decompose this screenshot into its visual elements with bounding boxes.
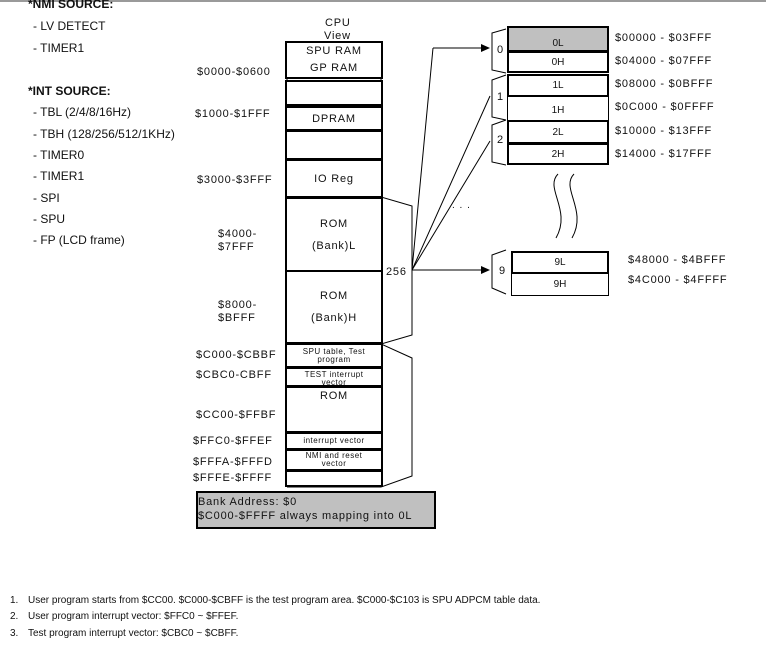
bank-1-number: 1	[497, 91, 504, 103]
addr-cc00: $CC00-$FFBF	[196, 409, 277, 421]
bank-0l-address: $00000 - $03FFF	[615, 32, 712, 44]
io-reg-block: IO Reg	[285, 159, 383, 198]
addr-1000: $1000-$1FFF	[195, 108, 271, 120]
addr-cbc0: $CBC0-CBFF	[196, 369, 272, 381]
bank-9l-address: $48000 - $4BFFF	[628, 254, 727, 266]
bank-address-line2: $C000-$FFFF always mapping into 0L	[198, 510, 413, 522]
nmi-item-lv-detect: - LV DETECT	[33, 19, 106, 33]
addr-4000-end: $7FFF	[218, 241, 255, 253]
bank-0l: 0L	[507, 26, 609, 52]
int-item-timer1: - TIMER1	[33, 169, 85, 183]
dpram-block: DPRAM	[285, 106, 383, 131]
note-1-number: 1.	[10, 595, 19, 606]
int-item-fp: - FP (LCD frame)	[33, 233, 125, 247]
nmi-item-timer1: - TIMER1	[33, 41, 85, 55]
bank-2l-address: $10000 - $13FFF	[615, 125, 712, 137]
rom-bank-l-block: ROM (Bank)L	[285, 197, 383, 272]
bank-9h-address: $4C000 - $4FFFF	[628, 274, 728, 286]
addr-fffa: $FFFA-$FFFD	[193, 456, 273, 468]
bank-0-number: 0	[497, 44, 504, 56]
bank-9l-label: 9L	[554, 257, 566, 268]
bank-address-line1: Bank Address: $0	[198, 496, 298, 508]
addr-0000: $0000-$0600	[197, 66, 271, 78]
bank-2h-label: 2H	[551, 148, 565, 160]
int-item-tbl: - TBL (2/4/8/16Hz)	[33, 105, 132, 119]
test-vector-block: TEST interrupt vector	[285, 367, 383, 387]
rom-bank-h-block: ROM (Bank)H	[285, 270, 383, 344]
note-3-number: 3.	[10, 628, 19, 639]
int-source-title: *INT SOURCE:	[28, 84, 111, 98]
bank-ellipsis: . . .	[452, 200, 471, 211]
spu-table-block: SPU table, Test program	[285, 343, 383, 368]
addr-8000-end: $BFFF	[218, 312, 256, 324]
nmi-source-title: *NMI SOURCE:	[28, 0, 114, 11]
cpu-view-title: View	[324, 30, 351, 42]
addr-8000-start: $8000-	[218, 299, 258, 311]
bank-1l-label: 1L	[552, 80, 564, 91]
rom-main-block: ROM	[285, 386, 383, 433]
bank-1h-label: 1H	[551, 105, 565, 116]
bank-9l: 9L	[511, 251, 609, 274]
note-2-number: 2.	[10, 611, 19, 622]
bank-0h-address: $04000 - $07FFF	[615, 55, 712, 67]
bank-0h-label: 0H	[551, 56, 565, 68]
rom-bank-l-subtitle: (Bank)L	[311, 239, 357, 252]
bank-9-number: 9	[499, 265, 506, 277]
addr-3000: $3000-$3FFF	[197, 174, 273, 186]
rom-bank-h-subtitle: (Bank)H	[311, 312, 357, 324]
bank-2l-label: 2L	[552, 126, 564, 138]
unused-block-2	[285, 130, 383, 160]
bank-0l-label: 0L	[552, 37, 564, 49]
bank-2h-address: $14000 - $17FFF	[615, 148, 712, 160]
int-item-spi: - SPI	[33, 191, 60, 205]
note-3-text: Test program interrupt vector: $CBC0 ~ $…	[28, 628, 239, 639]
bank-address-box: Bank Address: $0 $C000-$FFFF always mapp…	[196, 491, 436, 529]
bank-2l: 2L	[507, 120, 609, 144]
note-2-text: User program interrupt vector: $FFC0 ~ $…	[28, 611, 239, 622]
gp-ram-block: GP RAM	[285, 59, 383, 79]
note-1-text: User program starts from $CC00. $C000-$C…	[28, 595, 541, 606]
addr-c000: $C000-$CBBF	[196, 349, 277, 361]
bank-2h: 2H	[507, 143, 609, 165]
bank-1h: 1H	[507, 96, 609, 121]
bank-1l: 1L	[507, 74, 609, 97]
bank-0h: 0H	[507, 51, 609, 73]
bank-2-number: 2	[497, 134, 504, 146]
addr-ffc0: $FFC0-$FFEF	[193, 435, 273, 447]
bank-9h-label: 9H	[553, 279, 567, 290]
addr-fffe: $FFFE-$FFFF	[193, 472, 273, 484]
bank-count-label: 256	[386, 266, 407, 278]
reset-vector-end-block	[285, 470, 383, 487]
bank-1l-address: $08000 - $0BFFF	[615, 78, 714, 90]
bank-9h: 9H	[511, 273, 609, 296]
top-rule	[0, 0, 766, 2]
rom-bank-l-title: ROM	[319, 217, 349, 230]
addr-4000-start: $4000-	[218, 228, 258, 240]
interrupt-vector-block: interrupt vector	[285, 432, 383, 450]
spu-ram-block: SPU RAM	[285, 41, 383, 61]
bank-1h-address: $0C000 - $0FFFF	[615, 101, 715, 113]
int-item-timer0: - TIMER0	[33, 148, 85, 162]
unused-block-1	[285, 80, 383, 106]
int-item-spu: - SPU	[33, 212, 66, 226]
nmi-reset-vector-block: NMI and reset vector	[285, 449, 383, 471]
cpu-title: CPU	[325, 17, 351, 29]
rom-bank-h-title: ROM	[319, 290, 349, 302]
int-item-tbh: - TBH (128/256/512/1KHz)	[33, 127, 175, 141]
